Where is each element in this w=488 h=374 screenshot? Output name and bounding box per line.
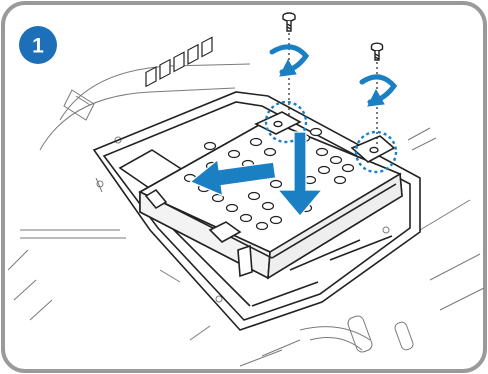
step-badge: 1 (19, 26, 57, 64)
step-number: 1 (32, 35, 44, 58)
